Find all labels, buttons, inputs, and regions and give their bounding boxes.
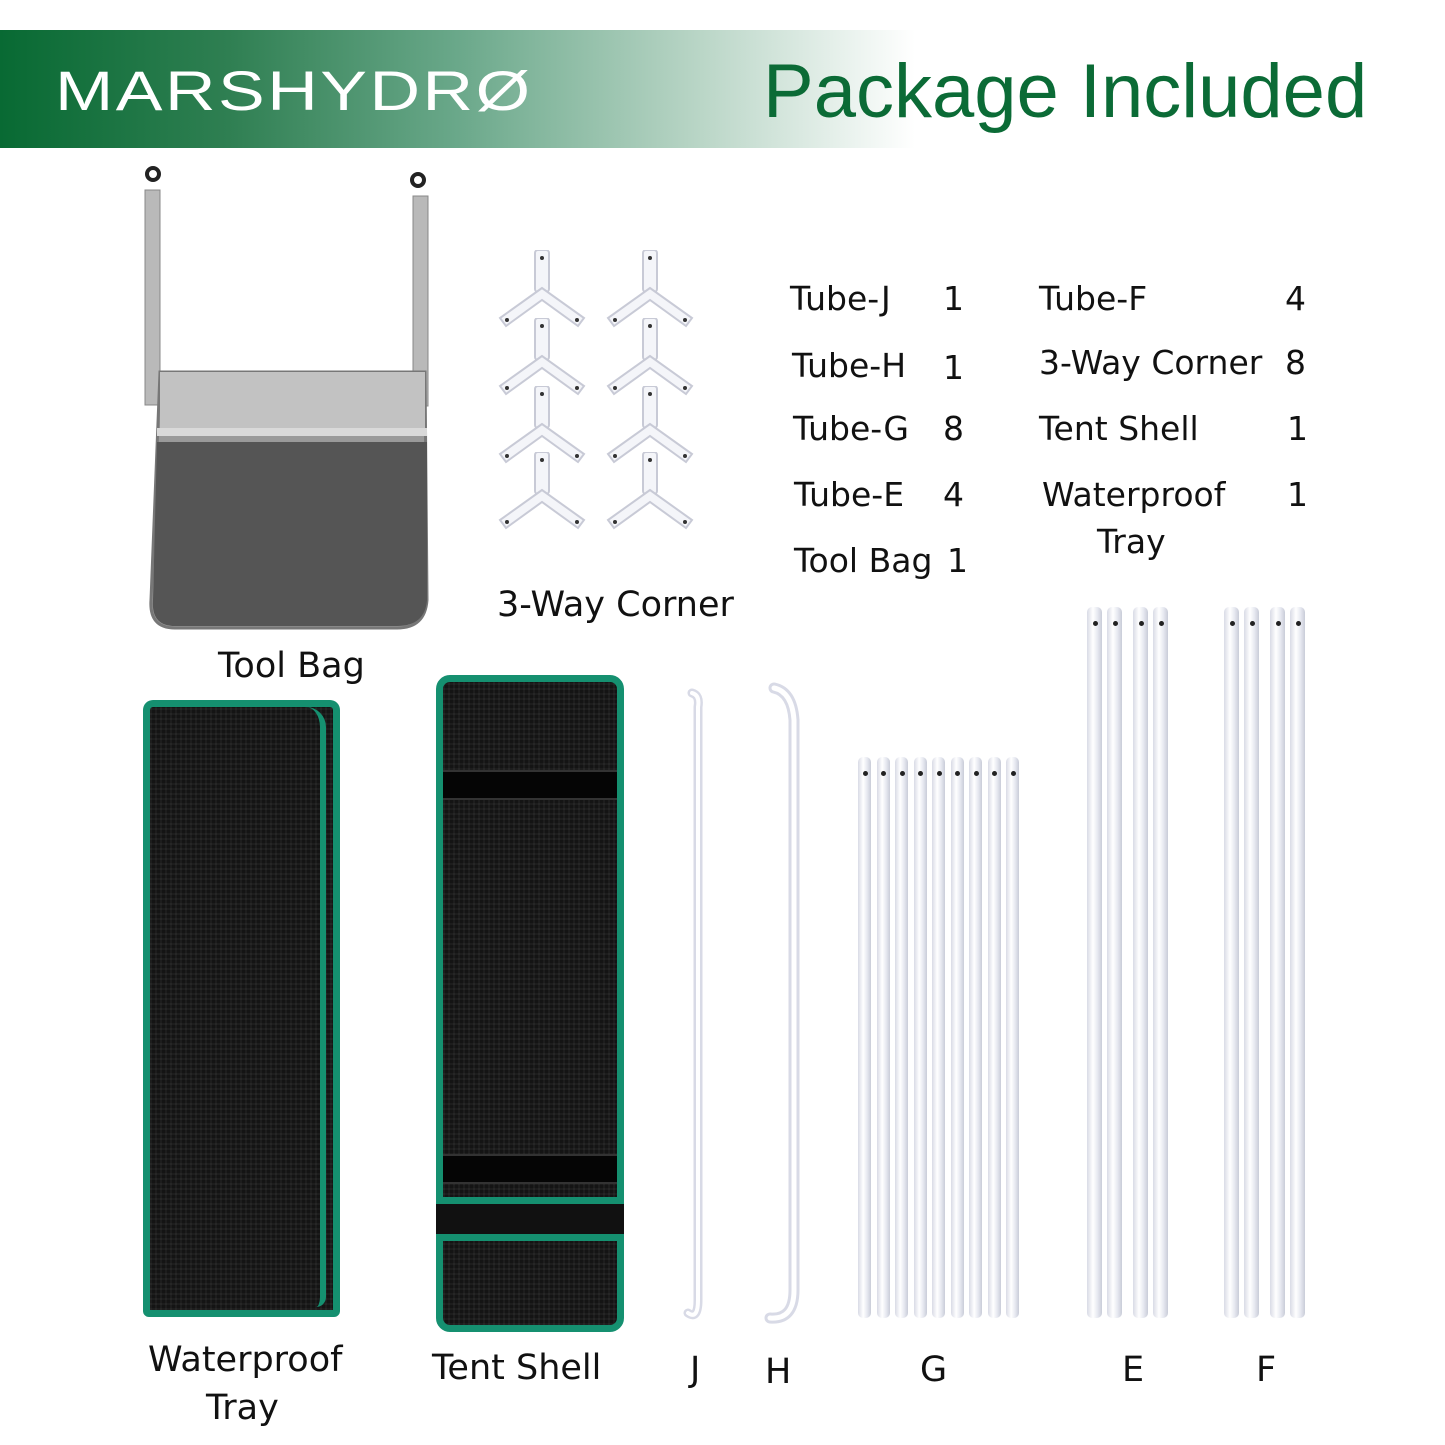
three-way-corner-icon: [603, 451, 698, 530]
item-name: Tent Shell: [1039, 409, 1199, 448]
waterproof-tray-image: [143, 700, 340, 1317]
tool-bag-image: [144, 166, 429, 630]
tube-icon: [932, 757, 945, 1318]
item-qty: 1: [1287, 475, 1308, 514]
item-qty: 4: [1285, 279, 1306, 318]
tube-icon: [1107, 607, 1122, 1318]
item-qty: 1: [1287, 409, 1308, 448]
tool-bag-label: Tool Bag: [218, 646, 365, 686]
header-banner: [0, 30, 915, 148]
tube-icon: [913, 757, 927, 1318]
tray-label-line2: Tray: [206, 1388, 279, 1428]
tube-g-label: G: [920, 1350, 948, 1390]
three-way-corner-icon: [495, 317, 590, 396]
tube-icon: [1133, 607, 1148, 1318]
item-name: Tube-F: [1039, 279, 1148, 318]
item-name: Tube-H: [792, 346, 907, 385]
three-way-corner-icon: [495, 385, 590, 464]
three-way-corner-icon: [603, 249, 698, 328]
tent-shell-label: Tent Shell: [432, 1348, 602, 1388]
item-name: Waterproof: [1042, 475, 1226, 514]
item-name: Tube-G: [793, 409, 909, 448]
tube-icon: [1244, 607, 1259, 1318]
page-title: Package Included: [763, 49, 1368, 134]
three-way-corner-icon: [495, 249, 590, 328]
item-name: 3-Way Corner: [1039, 343, 1263, 382]
tube-f-label: F: [1256, 1350, 1277, 1390]
tube-icon: [895, 757, 908, 1318]
tube-icon: [1224, 607, 1239, 1318]
tube-icon: [858, 757, 871, 1318]
item-qty: 1: [947, 541, 968, 580]
tube-h-image: [764, 682, 800, 1324]
tube-icon: [987, 757, 1001, 1318]
tube-icon: [969, 757, 982, 1318]
tube-icon: [876, 757, 890, 1318]
item-name-line2: Tray: [1097, 522, 1166, 561]
item-qty: 1: [943, 279, 964, 318]
tray-label: Waterproof: [148, 1340, 343, 1380]
corner-label: 3-Way Corner: [497, 585, 734, 625]
item-qty: 8: [1285, 343, 1306, 382]
tube-icon: [1290, 607, 1305, 1318]
tube-icon: [1006, 757, 1019, 1318]
brand-logo: MARSHYDRØ: [55, 59, 533, 122]
item-name: Tube-J: [790, 279, 891, 318]
item-qty: 1: [943, 348, 964, 387]
item-name: Tool Bag: [794, 541, 933, 580]
three-way-corner-icon: [603, 385, 698, 464]
tube-icon: [1270, 607, 1285, 1318]
tent-shell-image: [436, 675, 624, 1332]
tube-e-label: E: [1122, 1350, 1145, 1390]
tube-icon: [1153, 607, 1168, 1318]
tube-icon: [950, 757, 964, 1318]
item-qty: 8: [943, 409, 964, 448]
three-way-corner-icon: [495, 451, 590, 530]
tube-icon: [1087, 607, 1102, 1318]
tube-j-image: [683, 688, 703, 1320]
item-qty: 4: [943, 475, 964, 514]
three-way-corner-icon: [603, 317, 698, 396]
item-name: Tube-E: [794, 475, 905, 514]
tube-j-label: J: [690, 1350, 701, 1390]
tube-h-label: H: [765, 1352, 792, 1392]
